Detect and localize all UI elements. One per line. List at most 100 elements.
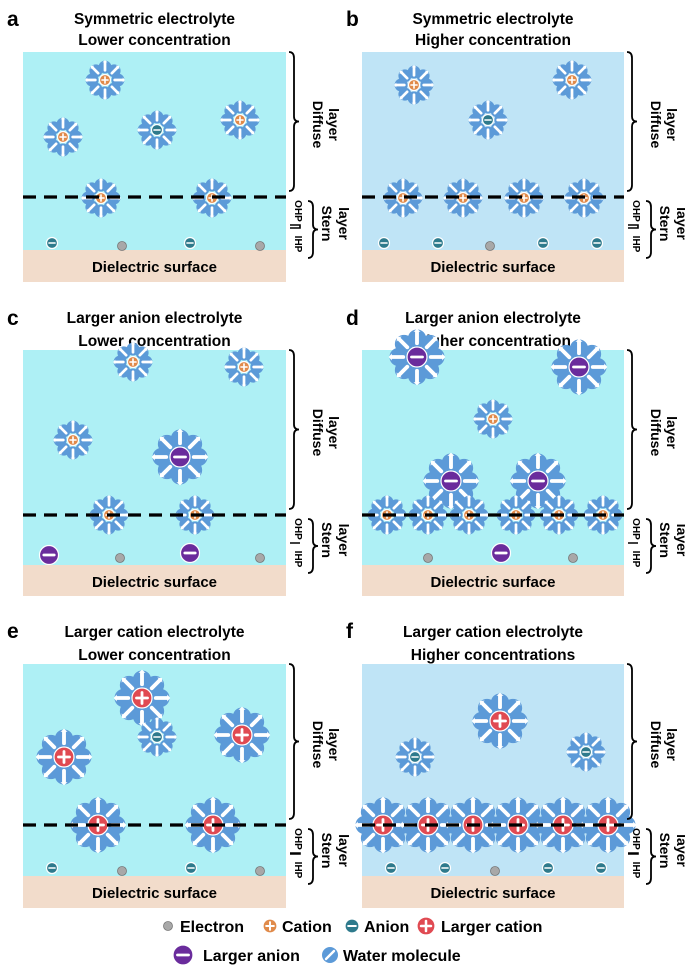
panel-title-line1: Larger cation electrolyte — [64, 624, 244, 641]
water-dipole-arrow — [230, 372, 239, 381]
water-arrowhead — [553, 460, 559, 466]
water-arrowhead — [490, 399, 496, 402]
water-dipole-arrow — [138, 348, 147, 357]
ihp-label: IHP — [292, 551, 303, 568]
legend-larger-anion-icon — [172, 944, 194, 966]
diffuse-label-1: Diffuse — [648, 101, 664, 149]
water-arrowhead — [448, 183, 453, 188]
water-dipole-arrow — [105, 805, 118, 818]
water-arrowhead — [115, 65, 120, 70]
water-arrowhead — [432, 336, 438, 342]
water-arrowhead — [398, 840, 404, 846]
diffuse-brace — [288, 51, 300, 192]
water-dipole-arrow — [397, 337, 410, 350]
water-arrowhead — [213, 731, 217, 739]
water-dipole-arrow — [143, 135, 152, 144]
dielectric-surface — [23, 876, 286, 908]
water-arrowhead — [94, 500, 99, 505]
water-arrowhead — [526, 500, 531, 505]
water-arrowhead — [589, 77, 592, 83]
water-arrowhead — [396, 336, 402, 342]
water-arrowhead — [488, 840, 494, 846]
water-arrowhead — [479, 700, 485, 706]
water-arrowhead — [473, 105, 478, 110]
water-dipole-arrow — [420, 762, 429, 771]
water-arrowhead — [505, 117, 508, 123]
water-dipole-arrow — [564, 520, 573, 529]
water-arrowhead — [542, 840, 548, 846]
water-arrowhead — [447, 452, 455, 456]
panel-letter: f — [346, 620, 354, 643]
water-arrowhead — [582, 65, 587, 70]
water-dipole-arrow — [591, 738, 600, 747]
water-arrowhead — [159, 472, 165, 478]
ohp-label: OHP — [292, 828, 303, 850]
water-arrowhead — [399, 70, 404, 75]
water-arrowhead — [583, 769, 589, 772]
water-arrowhead — [90, 90, 95, 95]
water-arrowhead — [192, 840, 198, 846]
water-dipole-arrow — [518, 461, 531, 474]
water-arrowhead — [466, 495, 472, 498]
ihp-bracket — [290, 224, 301, 229]
water-arrowhead — [130, 379, 136, 382]
water-arrowhead — [469, 796, 477, 800]
water-dipole-arrow — [420, 743, 429, 752]
water-dipole-arrow — [119, 348, 128, 357]
hydrated-larger-cation — [579, 796, 637, 854]
water-dipole-arrow — [143, 723, 152, 732]
water-arrowhead — [600, 495, 606, 498]
water-arrowhead — [473, 183, 478, 188]
water-dipole-arrow — [59, 426, 68, 435]
water-arrowhead — [354, 821, 358, 829]
water-arrowhead — [486, 512, 489, 518]
water-dipole-arrow — [479, 424, 488, 433]
water-arrowhead — [384, 532, 390, 535]
water-arrowhead — [569, 183, 574, 188]
water-dipole-arrow — [479, 405, 488, 414]
water-arrowhead — [113, 359, 116, 365]
water-arrowhead — [501, 500, 506, 505]
water-arrowhead — [220, 117, 223, 123]
water-dipole-arrow — [226, 125, 235, 134]
stern-brace — [307, 828, 319, 885]
water-arrowhead — [442, 353, 446, 361]
water-dipole-arrow — [95, 520, 104, 529]
water-arrowhead — [438, 525, 443, 530]
water-dipole-arrow — [181, 520, 190, 529]
water-arrowhead — [113, 694, 117, 702]
hydrated-cation — [408, 495, 448, 535]
water-arrowhead — [60, 154, 66, 157]
water-arrowhead — [588, 500, 593, 505]
water-arrowhead — [250, 130, 255, 135]
water-dipole-arrow — [249, 742, 262, 755]
water-dipole-arrow — [588, 805, 601, 818]
water-arrowhead — [121, 677, 127, 683]
hydrated-anion — [395, 737, 435, 777]
diffuse-label-1: Diffuse — [648, 721, 664, 769]
water-dipole-arrow — [455, 501, 464, 510]
water-arrowhead — [372, 525, 377, 530]
water-arrowhead — [623, 804, 629, 810]
water-dipole-arrow — [543, 805, 556, 818]
electron-icon — [255, 553, 265, 563]
water-arrowhead — [566, 749, 569, 755]
water-arrowhead — [413, 382, 421, 386]
water-arrowhead — [510, 416, 513, 422]
diffuse-label-2: layer — [326, 728, 342, 761]
diffuse-label-2: layer — [664, 728, 680, 761]
stern-brace — [307, 200, 319, 259]
water-arrowhead — [379, 850, 387, 854]
water-dipole-arrow — [198, 203, 207, 212]
diffuse-label-1: Diffuse — [310, 721, 326, 769]
water-arrowhead — [399, 821, 403, 829]
dielectric-surface — [362, 876, 624, 908]
water-dipole-arrow — [455, 520, 464, 529]
adsorbed-anion — [183, 236, 197, 250]
hydrated-cation — [53, 420, 93, 460]
water-dipole-arrow — [502, 520, 511, 529]
water-dipole-arrow — [230, 353, 239, 362]
water-arrowhead — [60, 117, 66, 120]
water-dipole-arrow — [91, 85, 100, 94]
